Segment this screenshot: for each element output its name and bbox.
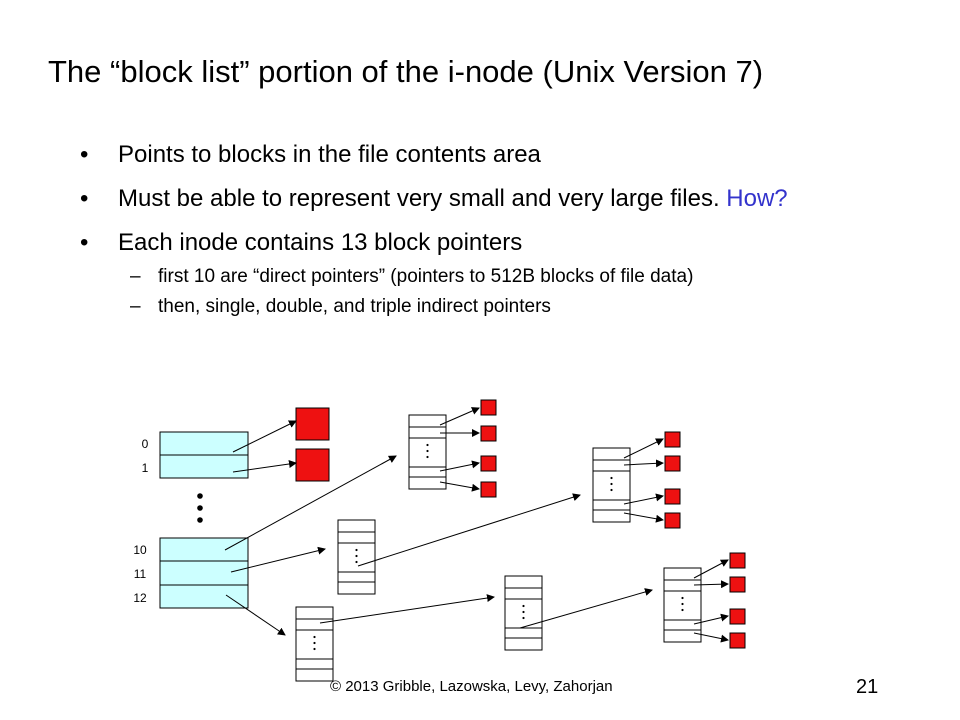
dot: [522, 610, 525, 614]
dot: [610, 476, 613, 480]
data-block: [295, 448, 330, 482]
pointer-arrow: [232, 460, 297, 473]
dot: [426, 455, 429, 459]
index-label-0: 0: [142, 437, 149, 451]
data-block: [729, 632, 746, 649]
data-block: [729, 576, 746, 593]
inode-ellipsis: [197, 493, 203, 523]
dot: [610, 488, 613, 492]
pointer-arrow: [693, 632, 729, 643]
data-block: [295, 407, 330, 441]
dot: [681, 608, 684, 612]
data-block: [480, 425, 497, 442]
sub-bullet-direct-pointers: – first 10 are “direct pointers” (pointe…: [78, 264, 938, 290]
pointer-arrow: [230, 546, 326, 573]
indirect-ellipsis: [681, 596, 684, 612]
dot: [313, 641, 316, 645]
dot: [681, 602, 684, 606]
bullet-accent-question: How?: [726, 185, 788, 212]
pointer-arrow: [319, 594, 495, 624]
dot: [197, 505, 203, 511]
index-label-11: 11: [134, 567, 147, 581]
bullet-dot: •: [80, 229, 89, 256]
bullet-text: Must be able to represent very small and…: [118, 185, 720, 212]
bullet-dot: •: [80, 185, 89, 212]
dot: [426, 443, 429, 447]
dot: [197, 517, 203, 523]
pointer-arrow: [439, 407, 480, 426]
pointer-arrow: [225, 594, 286, 636]
sub-bullet-text: then, single, double, and triple indirec…: [158, 296, 551, 317]
slide-number: 21: [856, 676, 879, 698]
index-label-12: 12: [133, 591, 147, 605]
dot: [426, 449, 429, 453]
dot: [355, 560, 358, 564]
pointer-arrow: [224, 455, 397, 551]
dot: [681, 596, 684, 600]
sub-bullet-dash: –: [130, 266, 141, 287]
data-block: [664, 455, 681, 472]
bullet-text: Points to blocks in the file contents ar…: [118, 141, 541, 168]
data-block: [664, 431, 681, 448]
bullet-list: • Points to blocks in the file contents …: [78, 140, 938, 332]
data-block: [729, 552, 746, 569]
pointer-arrow: [623, 459, 664, 468]
dot: [610, 482, 613, 486]
dot: [197, 493, 203, 499]
data-block: [664, 512, 681, 529]
dot: [522, 616, 525, 620]
dot: [355, 554, 358, 558]
pointer-arrow: [439, 460, 480, 472]
indirect-ellipsis: [355, 548, 358, 564]
pointer-arrow: [623, 493, 664, 505]
sub-bullet-indirect-pointers: – then, single, double, and triple indir…: [78, 294, 938, 320]
bullet-text: Each inode contains 13 block pointers: [118, 229, 523, 256]
inode-indirect-part: [159, 537, 249, 609]
indirect-ellipsis: [522, 604, 525, 620]
dot: [313, 647, 316, 651]
dot: [313, 635, 316, 639]
pointer-arrow: [693, 580, 729, 589]
sub-bullet-text: first 10 are “direct pointers” (pointers…: [158, 266, 694, 287]
pointer-arrow: [623, 512, 664, 523]
data-block: [480, 399, 497, 416]
indirect-ellipsis: [313, 635, 316, 651]
pointer-arrow: [693, 613, 729, 625]
pointer-arrow: [693, 559, 729, 579]
pointer-arrow: [232, 420, 297, 453]
bullet-points-to-blocks: • Points to blocks in the file contents …: [78, 140, 938, 170]
indirect-ellipsis: [610, 476, 613, 492]
index-label-10: 10: [133, 543, 147, 557]
copyright-footer: © 2013 Gribble, Lazowska, Levy, Zahorjan: [330, 678, 613, 695]
data-block: [729, 608, 746, 625]
bullet-dot: •: [80, 141, 89, 168]
data-block: [664, 488, 681, 505]
slide-title: The “block list” portion of the i-node (…: [48, 54, 764, 89]
pointer-arrow: [439, 481, 480, 492]
pointer-arrow: [519, 588, 653, 629]
sub-bullet-dash: –: [130, 296, 141, 317]
data-block: [480, 455, 497, 472]
dot: [355, 548, 358, 552]
pointer-arrow: [623, 438, 664, 459]
dot: [522, 604, 525, 608]
indirect-ellipsis: [426, 443, 429, 459]
data-block: [480, 481, 497, 498]
pointer-arrow: [357, 493, 581, 567]
bullet-small-large-files: • Must be able to represent very small a…: [78, 184, 938, 214]
bullet-13-pointers: • Each inode contains 13 block pointers: [78, 228, 938, 258]
index-label-1: 1: [142, 461, 149, 475]
